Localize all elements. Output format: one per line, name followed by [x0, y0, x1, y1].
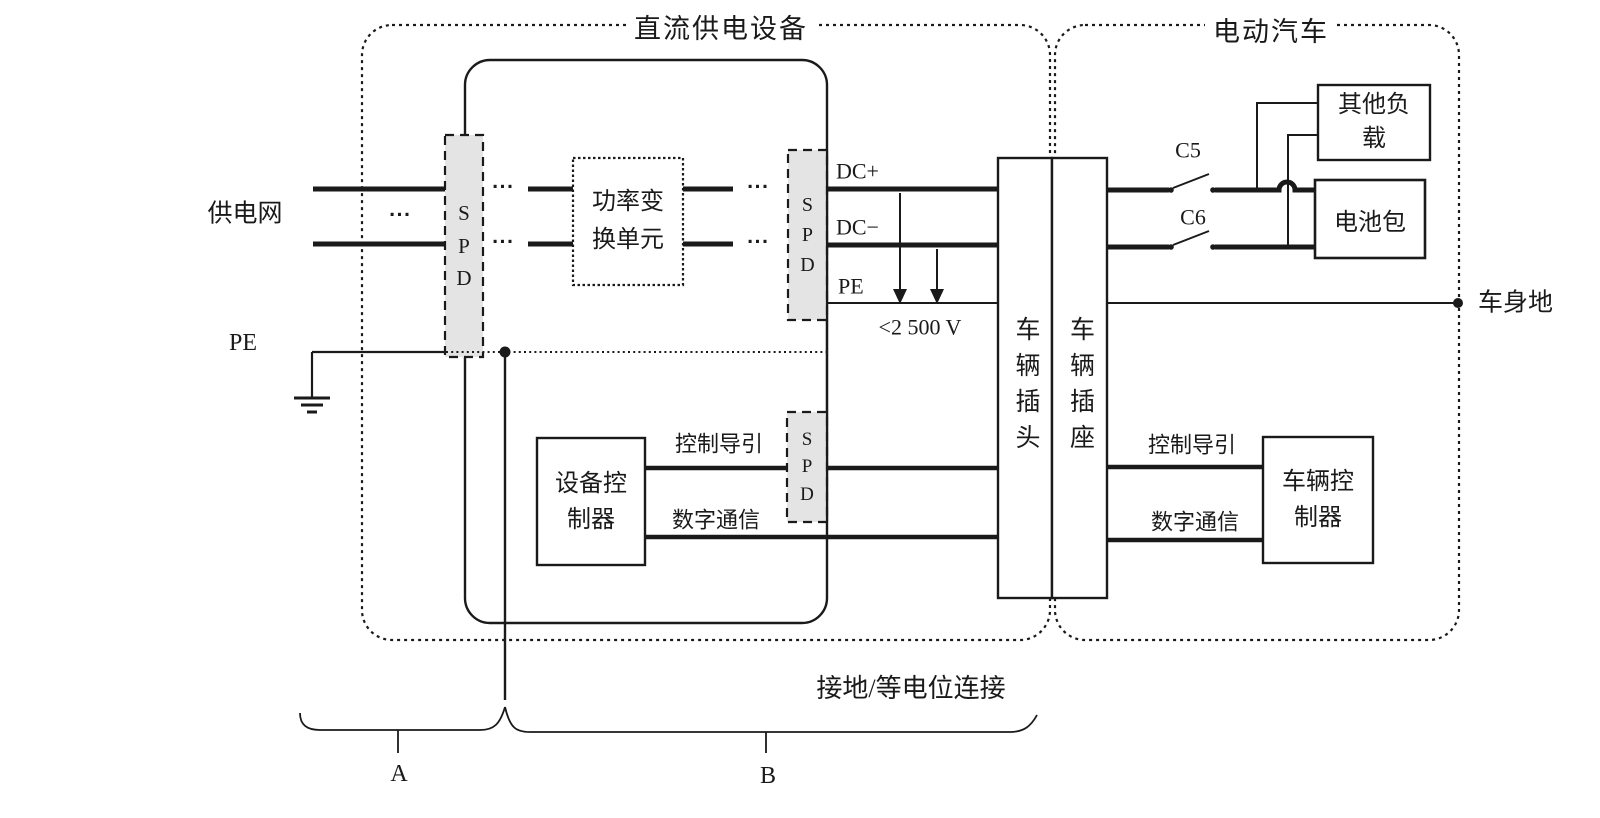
- ellipsis-top-1: ···: [491, 177, 515, 198]
- ac-supply-lines: [313, 186, 733, 247]
- ellipsis-bottom-2: ···: [746, 232, 770, 253]
- vehicle-plug-label: 车辆插头: [1012, 316, 1039, 460]
- body-ground-node: [1453, 298, 1463, 308]
- pe-label-left: PE: [228, 330, 258, 356]
- dc-output-lines: [827, 186, 998, 304]
- c5-contactor-blade: [1172, 173, 1210, 189]
- other-loads-feed-1: [1256, 102, 1318, 190]
- grounding-bond-label: 接地/等电位连接: [816, 673, 1006, 703]
- vehicle-controller-box: [1261, 435, 1375, 565]
- ev-region-title: 电动汽车: [1205, 16, 1337, 50]
- device-controller-label: 设备控 制器: [555, 470, 627, 533]
- control-lines: [645, 464, 1263, 543]
- pe-junction-node: [499, 346, 511, 358]
- spd1-box: [443, 133, 485, 359]
- dc-minus-label: DC−: [836, 214, 879, 240]
- power-conversion-unit-label: 功率变 换单元: [592, 189, 664, 253]
- zone-braces: [299, 706, 1038, 753]
- spd2-box: [786, 148, 829, 322]
- control-pilot-label-left: 控制导引: [674, 431, 764, 457]
- spd3-label: S P D: [800, 428, 814, 505]
- c6-contactor-blade: [1172, 230, 1210, 246]
- vehicle-controller-label: 车辆控 制器: [1282, 469, 1354, 531]
- ev-dc-wiring: [1107, 102, 1459, 304]
- zone-b-label: B: [759, 763, 777, 789]
- spd2-label: S P D: [800, 194, 815, 276]
- zone-a-label: A: [390, 761, 408, 787]
- voltage-limit-label: <2 500 V: [878, 314, 962, 340]
- vehicle-socket-label: 车辆插座: [1066, 316, 1094, 460]
- arrowhead-2: [930, 289, 944, 304]
- ellipsis-bottom-1: ···: [491, 232, 515, 253]
- digital-comm-label-right: 数字通信: [1150, 509, 1240, 535]
- other-loads-box: [1316, 83, 1432, 162]
- other-loads-feed-2: [1287, 134, 1318, 247]
- body-ground-label: 车身地: [1478, 289, 1554, 317]
- control-pilot-label-right: 控制导引: [1147, 432, 1237, 458]
- brace-a: [299, 706, 506, 731]
- digital-comm-label-left: 数字通信: [671, 507, 761, 533]
- dc-supply-region-title: 直流供电设备: [626, 13, 816, 47]
- spd3-box: [785, 410, 829, 524]
- other-loads-label: 其他负 载: [1338, 91, 1410, 152]
- arrowhead-1: [893, 289, 907, 304]
- power-conversion-unit-box: [571, 156, 685, 287]
- dc-plus-label: DC+: [836, 158, 879, 184]
- battery-pack-label: 电池包: [1334, 209, 1406, 236]
- ellipsis-top-2: ···: [746, 177, 770, 198]
- spd-boxes: [443, 133, 829, 524]
- vehicle-socket-box: [1050, 156, 1109, 600]
- c6-label: C6: [1180, 204, 1206, 230]
- dc-plus-to-battery: [1215, 179, 1316, 193]
- brace-b: [504, 706, 1038, 733]
- battery-pack-box: [1313, 178, 1427, 260]
- spd1-label: S P D: [456, 201, 472, 291]
- ellipsis-ac: ···: [388, 205, 412, 226]
- c5-label: C5: [1175, 137, 1201, 163]
- device-controller-box: [535, 436, 647, 567]
- pe-label-mid: PE: [838, 273, 864, 299]
- supply-grid-label: 供电网: [207, 200, 283, 228]
